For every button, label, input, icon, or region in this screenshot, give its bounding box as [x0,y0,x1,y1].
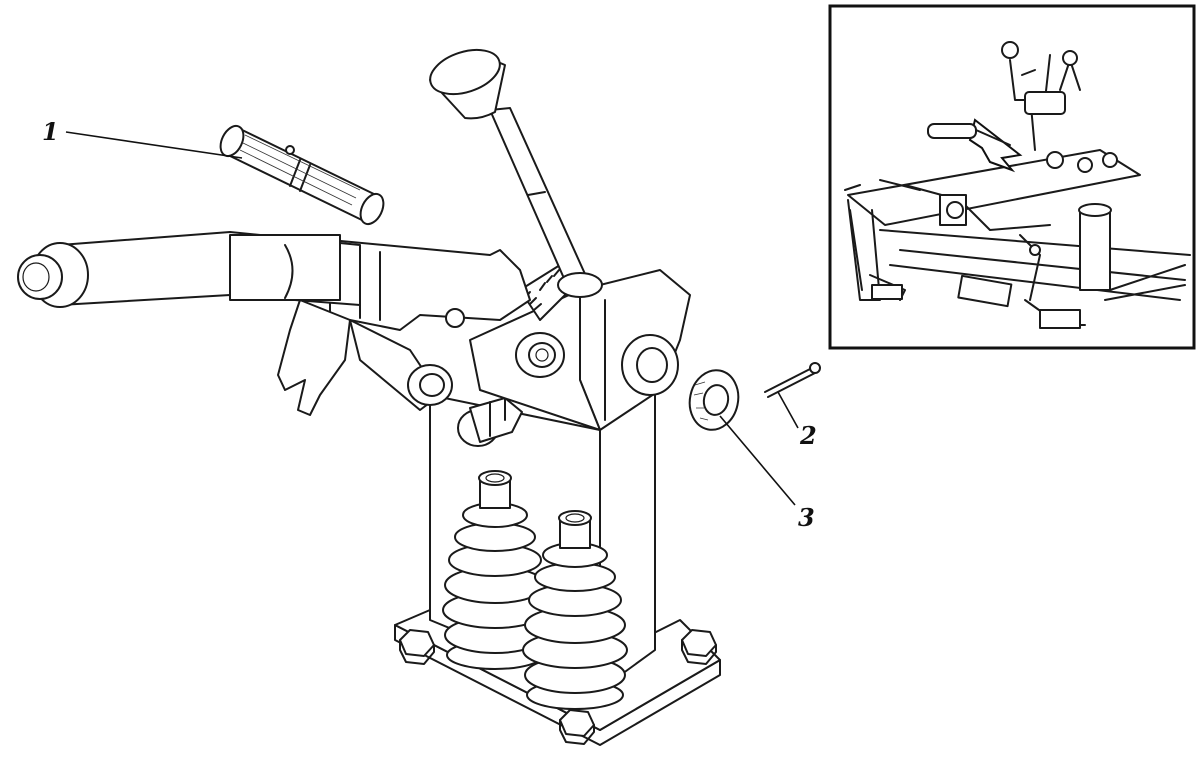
rubber-boot-right [522,510,628,710]
callout-2: 2 [777,391,817,450]
bearing [515,332,565,378]
part-3-washer [688,369,740,431]
base-bolt [399,629,435,665]
lever-arm [277,239,531,416]
callout-label-1: 1 [42,117,59,146]
part-1-pin [219,124,385,226]
callout-label-3: 3 [798,503,815,532]
part-2-cotter-pin [764,362,821,398]
callout-label-2: 2 [799,421,817,450]
hex-nut [457,397,523,447]
callout-1: 1 [42,117,243,159]
gearshift-assembly [17,48,721,746]
base-bolt [559,709,595,745]
base-bolt [681,629,717,665]
lever-handle [17,231,361,308]
gear-lever [429,48,603,298]
callout-3: 3 [719,415,815,532]
inset-assembly-view [828,4,1196,350]
